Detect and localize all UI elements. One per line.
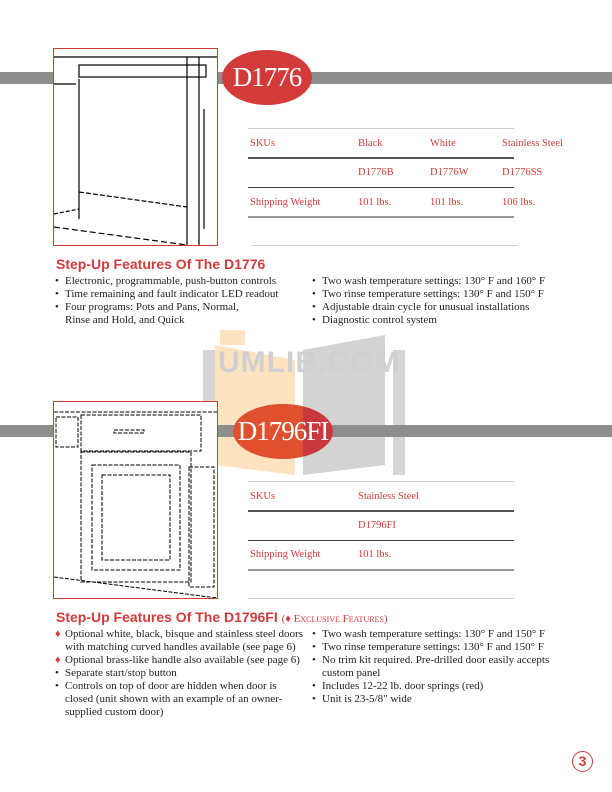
table-rule xyxy=(248,481,514,482)
dishwasher-drawing-icon xyxy=(54,56,217,245)
table-cell: Shipping Weight xyxy=(250,197,321,208)
list-item: •Diagnostic control system xyxy=(312,314,437,326)
table-cell: 106 lbs. xyxy=(502,197,536,208)
model-badge-d1776: D1776 xyxy=(222,50,312,105)
item-text: Adjustable drain cycle for unusual insta… xyxy=(322,301,530,313)
table-header-black: Black xyxy=(358,138,383,149)
bullet-icon: • xyxy=(55,667,59,679)
feature-list-left: ♦ Optional white, black, bisque and stain… xyxy=(55,628,305,719)
table-cell: 101 lbs. xyxy=(358,197,392,208)
table-rule xyxy=(248,187,514,188)
list-item: • Separate start/stop button xyxy=(55,667,305,680)
list-item: •Electronic, programmable, push-button c… xyxy=(55,275,277,287)
watermark-text: UMLIB.COM xyxy=(218,346,401,379)
table-header-stainless: Stainless Steel xyxy=(358,491,419,502)
item-text: Two wash temperature settings: 130° F an… xyxy=(322,628,546,640)
table-header-skus: SKUs xyxy=(250,138,276,149)
d1776-product-drawing xyxy=(53,48,218,246)
list-item: •Four programs: Pots and Pans, Normal, R… xyxy=(55,301,239,326)
list-item: •Two rinse temperature settings: 130° F … xyxy=(312,641,544,653)
item-text: Time remaining and fault indicator LED r… xyxy=(65,288,279,300)
table-cell: D1776SS xyxy=(502,167,543,178)
list-item: •Adjustable drain cycle for unusual inst… xyxy=(312,301,530,313)
diamond-bullet-icon: ♦ xyxy=(55,654,61,666)
table-rule xyxy=(248,510,514,512)
exclusive-note: (♦ Exclusive Features) xyxy=(281,613,388,625)
list-item: •Two wash temperature settings: 130° F a… xyxy=(312,628,546,640)
item-text: Controls on top of door are hidden when … xyxy=(65,680,283,718)
table-header-white: White xyxy=(430,138,456,149)
list-item: •Unit is 23-5/8" wide xyxy=(312,693,412,705)
d1796fi-product-drawing xyxy=(53,401,218,599)
item-text: Includes 12-22 lb. door springs (red) xyxy=(322,680,484,692)
table-rule xyxy=(248,569,514,571)
table-cell: 101 lbs. xyxy=(358,549,392,560)
bullet-icon: • xyxy=(55,680,59,692)
feature-list-right: •Two wash temperature settings: 130° F a… xyxy=(312,275,572,327)
feature-list-right: •Two wash temperature settings: 130° F a… xyxy=(312,628,562,706)
item-text: No trim kit required. Pre-drilled door e… xyxy=(322,654,550,679)
model-badge-d1796fi: D1796FI xyxy=(233,404,333,459)
list-item: •Two rinse temperature settings: 130° F … xyxy=(312,288,544,300)
section-rule xyxy=(252,245,518,246)
section-rule xyxy=(248,598,514,599)
item-text: Electronic, programmable, push-button co… xyxy=(65,275,277,287)
item-text: Four programs: Pots and Pans, Normal, Ri… xyxy=(65,301,239,326)
table-header-skus: SKUs xyxy=(250,491,276,502)
feature-list-left: •Electronic, programmable, push-button c… xyxy=(55,275,300,327)
item-text: Optional white, black, bisque and stainl… xyxy=(65,628,303,653)
table-rule xyxy=(248,216,514,218)
list-item: ♦ Optional brass-like handle also availab… xyxy=(55,654,305,667)
item-text: Two wash temperature settings: 130° F an… xyxy=(322,275,546,287)
list-item: •Two wash temperature settings: 130° F a… xyxy=(312,275,546,287)
page-number: 3 xyxy=(572,751,593,772)
dishwasher-drawing-icon xyxy=(54,411,217,598)
table-rule xyxy=(248,157,514,159)
item-text: Two rinse temperature settings: 130° F a… xyxy=(322,641,544,653)
section-heading: Step-Up Features Of The D1796FI (♦ Exclu… xyxy=(56,609,388,625)
diamond-bullet-icon: ♦ xyxy=(55,628,61,640)
table-cell: D1776B xyxy=(358,167,394,178)
list-item: •Includes 12-22 lb. door springs (red) xyxy=(312,680,484,692)
table-rule xyxy=(248,540,514,541)
list-item: •No trim kit required. Pre-drilled door … xyxy=(312,654,550,679)
item-text: Diagnostic control system xyxy=(322,314,437,326)
item-text: Two rinse temperature settings: 130° F a… xyxy=(322,288,544,300)
section-heading: Step-Up Features Of The D1776 xyxy=(56,256,266,272)
list-item: • Controls on top of door are hidden when… xyxy=(55,680,285,719)
list-item: •Time remaining and fault indicator LED … xyxy=(55,288,279,300)
table-rule xyxy=(248,128,514,129)
table-cell: 101 lbs. xyxy=(430,197,464,208)
item-text: Optional brass-like handle also availabl… xyxy=(65,654,300,666)
heading-text: Step-Up Features Of The D1796FI xyxy=(56,609,278,625)
table-cell: Shipping Weight xyxy=(250,549,321,560)
table-cell: D1796FI xyxy=(358,520,396,531)
table-cell: D1776W xyxy=(430,167,469,178)
item-text: Separate start/stop button xyxy=(65,667,177,679)
list-item: ♦ Optional white, black, bisque and stain… xyxy=(55,628,305,654)
item-text: Unit is 23-5/8" wide xyxy=(322,693,412,705)
table-header-stainless: Stainless Steel xyxy=(502,138,563,149)
